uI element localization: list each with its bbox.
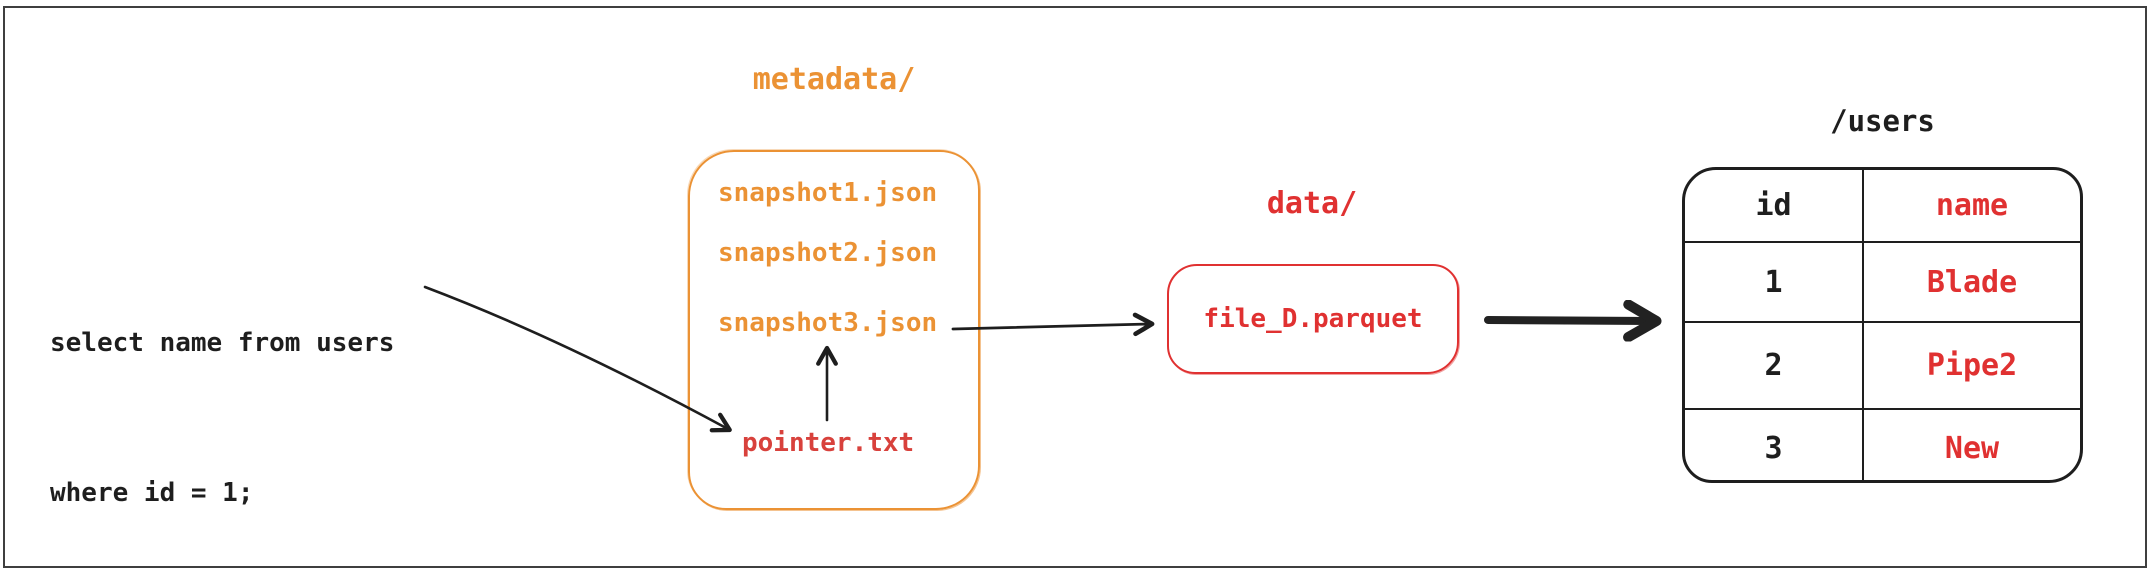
data-folder-box: file_D.parquet: [1167, 264, 1459, 374]
file-snapshot2: snapshot2.json: [718, 238, 938, 268]
table-header-id: id: [1685, 170, 1864, 243]
file-snapshot1: snapshot1.json: [718, 178, 938, 208]
table-cell-name-blade: Blade: [1864, 243, 2080, 323]
metadata-folder-title: metadata/: [752, 62, 916, 97]
file-snapshot3: snapshot3.json: [718, 308, 938, 338]
table-header-name: name: [1864, 170, 2080, 243]
table-cell-id-2: 2: [1685, 323, 1864, 410]
file-parquet: file_D.parquet: [1203, 304, 1423, 334]
table-cell-name-new: New: [1944, 430, 2000, 466]
sql-query-text: select name from users where id = 1;: [50, 218, 394, 578]
table-cell-id-1: 1: [1685, 243, 1864, 323]
data-folder-title: data/: [1266, 186, 1358, 221]
table-cell-name-pipe2: Pipe2: [1864, 323, 2080, 410]
sql-query-line2: where id = 1;: [50, 478, 254, 508]
table-cell-id-3: 3: [1685, 410, 1864, 480]
users-table: id name 1 Blade 2 Pipe2 3 New: [1682, 167, 2083, 483]
file-pointer-txt: pointer.txt: [742, 428, 915, 458]
users-table-title: /users: [1830, 104, 1935, 138]
sql-query-line1: select name from users: [50, 328, 395, 358]
diagram-outer-frame: [3, 6, 2147, 568]
